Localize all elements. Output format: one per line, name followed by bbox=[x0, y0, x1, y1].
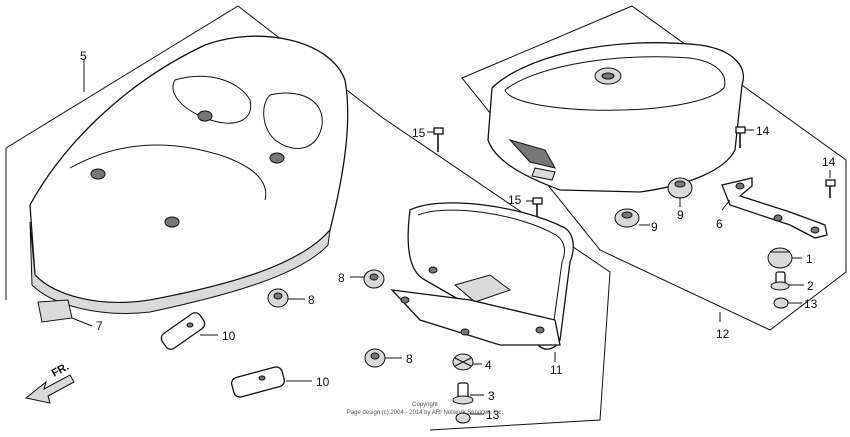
cowl-panel-outline bbox=[461, 5, 847, 331]
label-12: 12 bbox=[716, 327, 730, 341]
label-2: 2 bbox=[807, 279, 814, 293]
seat-cowl bbox=[487, 42, 744, 193]
label-7: 7 bbox=[96, 319, 103, 333]
label-5: 5 bbox=[80, 49, 87, 63]
copyright-notice: Page design (c) 2004 - 2014 by ARI Netwo… bbox=[347, 410, 504, 416]
rubber-9b bbox=[667, 177, 693, 207]
front-direction-arrow-icon bbox=[24, 374, 75, 404]
label-10b: 10 bbox=[316, 375, 330, 389]
seat-pad bbox=[37, 299, 93, 327]
label-9b: 9 bbox=[677, 208, 684, 222]
label-6: 6 bbox=[716, 217, 723, 231]
collar-3 bbox=[452, 382, 484, 405]
label-1: 1 bbox=[806, 252, 813, 266]
nut-13b bbox=[773, 297, 802, 309]
label-8c: 8 bbox=[406, 352, 413, 366]
label-13b: 13 bbox=[804, 297, 818, 311]
nut-13a bbox=[455, 412, 484, 424]
seat-bracket bbox=[390, 202, 574, 362]
stay-6 bbox=[721, 177, 828, 239]
label-14a: 14 bbox=[756, 124, 770, 138]
seat-panel-outline bbox=[5, 5, 611, 431]
label-15b: 15 bbox=[508, 193, 522, 207]
label-3: 3 bbox=[488, 389, 495, 403]
label-13a: 13 bbox=[486, 408, 500, 422]
bolt-15a bbox=[427, 127, 444, 152]
label-11: 11 bbox=[550, 363, 563, 377]
collar-lower bbox=[230, 366, 312, 398]
rubber-b bbox=[350, 269, 385, 289]
collar-upper bbox=[160, 312, 218, 350]
bolt-14b bbox=[825, 170, 836, 198]
bolt-14a bbox=[735, 126, 754, 148]
label-8b: 8 bbox=[338, 271, 345, 285]
rubber-c bbox=[364, 348, 402, 368]
label-10a: 10 bbox=[222, 329, 236, 343]
rubber-1 bbox=[767, 247, 802, 269]
label-15a: 15 bbox=[412, 126, 426, 140]
seat bbox=[29, 35, 349, 314]
label-9a: 9 bbox=[651, 220, 658, 234]
collar-2 bbox=[770, 271, 804, 291]
label-14b: 14 bbox=[822, 155, 836, 169]
damper-4 bbox=[452, 353, 482, 371]
copyright-title: Copyright bbox=[412, 402, 438, 408]
rubber-9a bbox=[614, 208, 650, 228]
label-8a: 8 bbox=[308, 293, 315, 307]
label-4: 4 bbox=[485, 358, 492, 372]
rubber-a bbox=[267, 288, 305, 308]
